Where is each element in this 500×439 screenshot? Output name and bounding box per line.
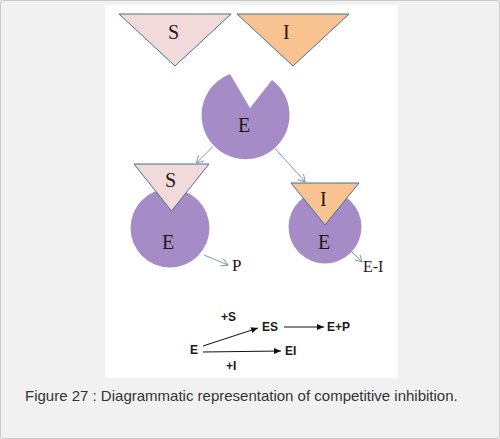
- bound-inhibitor: I: [290, 182, 360, 226]
- product-leader: [204, 255, 228, 265]
- figure-caption: Figure 27 : Diagrammatic representation …: [25, 386, 475, 406]
- product-label: P: [232, 257, 241, 274]
- node-text: E: [238, 115, 250, 135]
- reaction-term: E: [190, 344, 198, 356]
- figure-panel: [105, 5, 398, 378]
- enzyme-shape: E: [200, 70, 290, 160]
- reaction-term: +S: [221, 311, 236, 323]
- node-text: S: [165, 170, 176, 190]
- reaction-arrow: [196, 147, 213, 163]
- bound-substrate: S: [133, 163, 210, 212]
- node-text: E: [162, 232, 174, 252]
- shape-outline: [236, 13, 350, 67]
- reaction-arrow: [203, 351, 281, 352]
- inhibitor-triangle: I: [236, 13, 350, 67]
- substrate-triangle: S: [118, 13, 232, 67]
- reaction-arrow: [275, 148, 305, 182]
- enzyme-body: [289, 191, 362, 264]
- reaction-term: EI: [285, 345, 296, 357]
- enzyme-body: [202, 74, 290, 159]
- node-text: E: [318, 232, 330, 252]
- reaction-arrow: [203, 328, 258, 346]
- triangle-shape: [119, 14, 231, 66]
- complex-label: E-I: [363, 259, 383, 275]
- reaction-term: E+P: [327, 321, 350, 333]
- reaction-term: ES: [262, 321, 278, 333]
- complex-leader: [350, 250, 362, 262]
- reaction-arrow: [284, 327, 324, 328]
- node-text: S: [168, 22, 179, 42]
- node-text: I: [283, 22, 290, 42]
- node-text: I: [320, 189, 327, 209]
- reaction-term: +I: [226, 360, 236, 372]
- enzyme-body: [131, 189, 210, 268]
- triangle-shape: [237, 14, 349, 66]
